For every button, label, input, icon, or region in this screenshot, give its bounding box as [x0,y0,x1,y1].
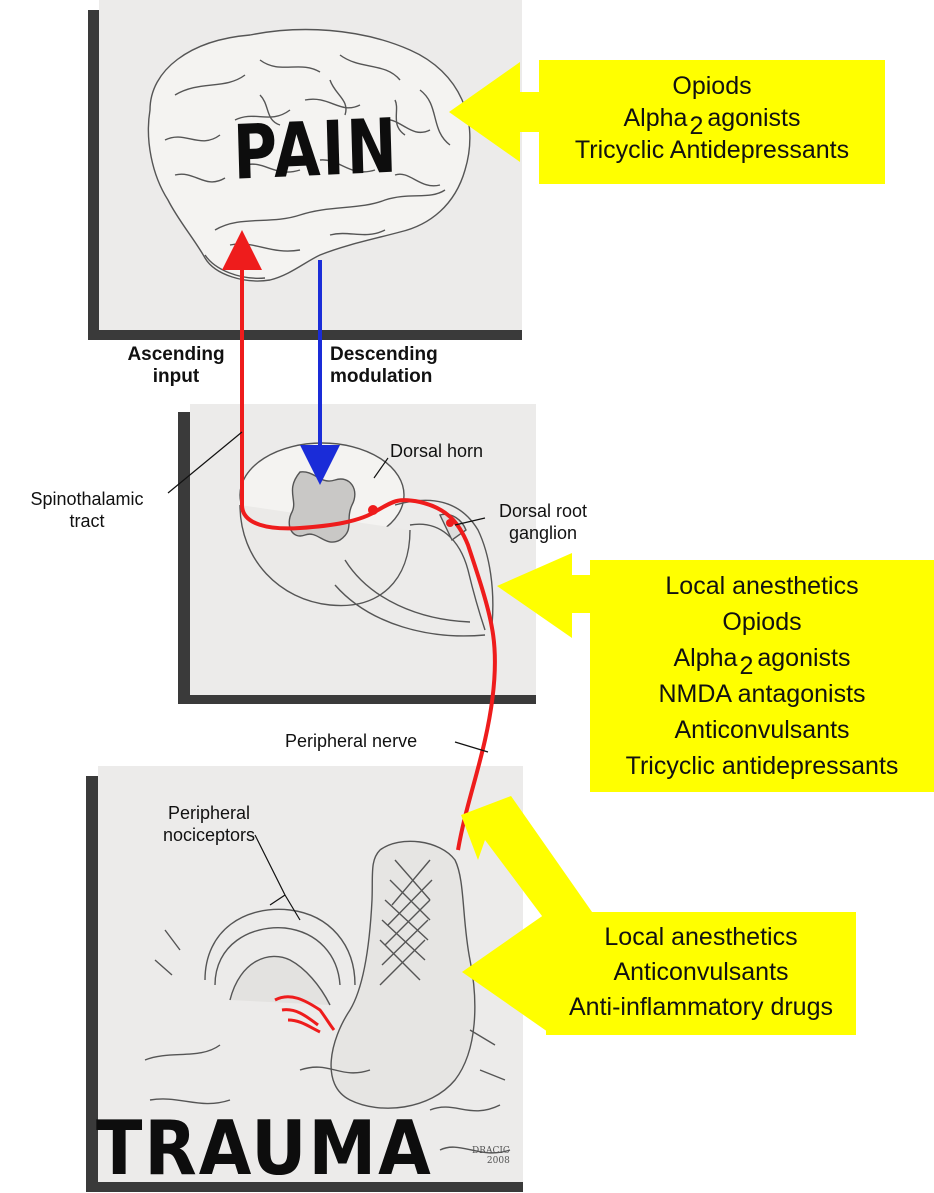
dorsal-horn-dot [368,505,378,515]
drug-item: Tricyclic antidepressants [590,748,934,784]
spinothalamic-tract-label: Spinothalamic tract [6,488,168,532]
drug-item: Anticonvulsants [590,712,934,748]
nociceptors-leader [255,835,300,920]
descending-modulation-label: Descending modulation [330,344,438,388]
drug-item: NMDA antagonists [590,676,934,712]
ascending-input-label: Ascending input [114,344,238,388]
drug-item: Opiods [539,70,885,102]
drug-item: Opiods [590,604,934,640]
drug-item: Anticonvulsants [546,955,856,990]
drg-dot [446,519,454,527]
spinothalamic-leader [168,432,242,493]
trauma-word: TRAUMA [96,1106,433,1193]
drug-item: Local anesthetics [590,568,934,604]
peripheral-nerve-label: Peripheral nerve [285,730,417,752]
drug-item: Local anesthetics [546,920,856,955]
dorsal-root-ganglion-label: Dorsal root ganglion [484,500,602,544]
peripheral-nociceptors-label: Peripheral nociceptors [135,802,283,846]
drug-item: Anti-inflammatory drugs [546,990,856,1025]
spinal-cord-illustration [240,443,493,636]
artist-signature: DRACIC 2008 [472,1146,510,1166]
pain-word: PAIN [232,103,400,198]
periphery-drug-box: Local anesthetics Anticonvulsants Anti-i… [546,912,856,1035]
spinal-drug-arrow [497,553,592,638]
drug-item: Tricyclic Antidepressants [539,134,885,166]
dorsal-horn-label: Dorsal horn [390,440,483,462]
